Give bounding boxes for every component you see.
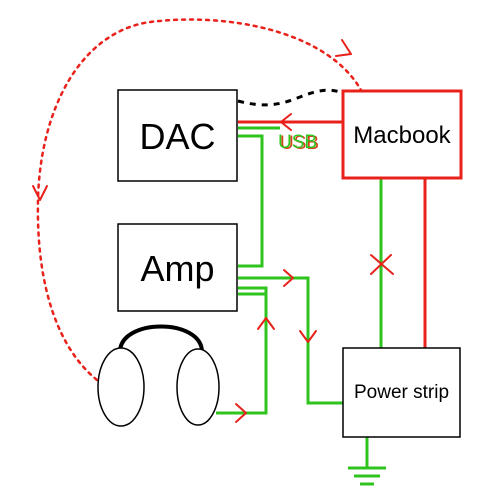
headphones-icon — [97, 324, 220, 427]
usb-cable — [237, 88, 344, 107]
arrow-icon-up — [257, 317, 275, 330]
dac-to-amp-wire — [238, 134, 264, 268]
ground-symbol-icon — [348, 466, 386, 486]
amp-label: Amp — [140, 248, 214, 289]
arrow-icon-amp-out — [283, 269, 294, 287]
dac-label: DAC — [139, 116, 215, 157]
power-strip-box: Power strip — [342, 347, 461, 438]
macbook-label: Macbook — [353, 122, 451, 149]
usb-label: USB — [278, 132, 317, 153]
dac-box: DAC — [117, 89, 238, 182]
loop-arrow-icon-left — [32, 185, 48, 201]
ground-loop-path — [36, 18, 364, 382]
arrow-icon-down — [299, 330, 317, 343]
headband — [118, 324, 204, 353]
arrow-icon-usb — [280, 113, 292, 131]
amp-to-headphones-wire — [216, 286, 268, 415]
usb-label-shadow: USB — [280, 133, 319, 154]
left-earcup — [97, 347, 145, 427]
amp-to-powerstrip-wire — [238, 276, 343, 405]
power-strip-label: Power strip — [354, 382, 449, 403]
loop-arrow-icon-top — [335, 39, 352, 57]
x-mark-icon — [370, 254, 394, 275]
macbook-box: Macbook — [341, 89, 463, 180]
amp-box: Amp — [117, 223, 238, 312]
right-earcup — [176, 348, 220, 426]
arrow-icon-headphones — [235, 403, 247, 423]
